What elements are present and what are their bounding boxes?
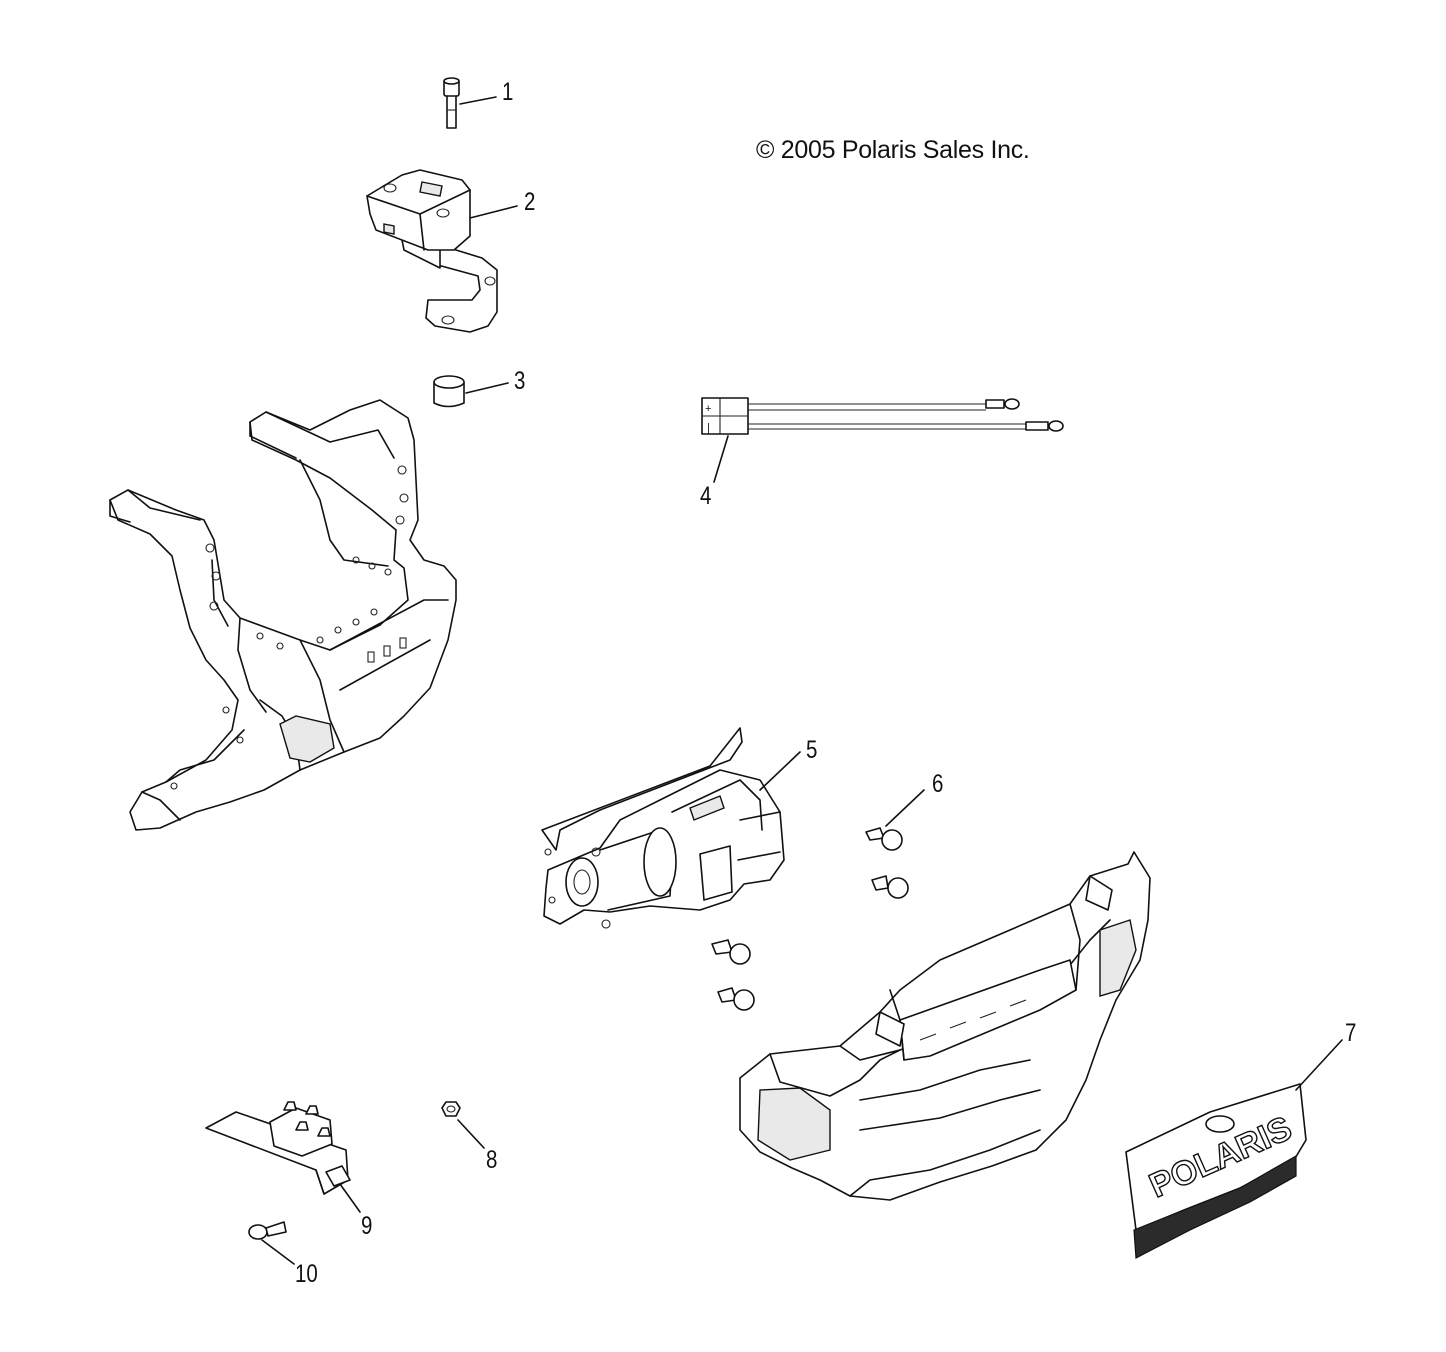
callout-2[interactable]: 2 (524, 188, 536, 216)
part-1-bolt[interactable] (443, 77, 497, 129)
callout-1[interactable]: 1 (502, 78, 514, 106)
callout-7[interactable]: 7 (1345, 1019, 1357, 1047)
copyright-notice: © 2005 Polaris Sales Inc. (756, 136, 1030, 164)
mounting-frame[interactable] (109, 399, 457, 831)
callout-4[interactable]: 4 (700, 482, 712, 510)
callout-3[interactable]: 3 (514, 367, 526, 395)
part-10-screw[interactable] (248, 1221, 295, 1265)
part-2-switch-bracket[interactable] (366, 169, 518, 333)
front-bumper[interactable] (739, 851, 1151, 1201)
part-4-wiring-harness[interactable]: + | (701, 397, 1064, 483)
part-3-spacer[interactable] (433, 375, 509, 408)
part-5-winch[interactable] (541, 727, 801, 929)
callout-6[interactable]: 6 (932, 770, 944, 798)
svg-text:|: | (707, 422, 710, 434)
callout-9[interactable]: 9 (361, 1212, 373, 1240)
svg-text:+: + (705, 403, 711, 415)
part-7-grille[interactable]: POLARIS (1125, 1039, 1343, 1259)
part-8-nut[interactable] (441, 1101, 485, 1149)
part-9-contactor[interactable] (205, 1101, 361, 1213)
callout-8[interactable]: 8 (486, 1146, 498, 1174)
callout-5[interactable]: 5 (806, 736, 818, 764)
callout-10[interactable]: 10 (295, 1260, 318, 1288)
part-6-screws[interactable] (711, 789, 925, 1011)
